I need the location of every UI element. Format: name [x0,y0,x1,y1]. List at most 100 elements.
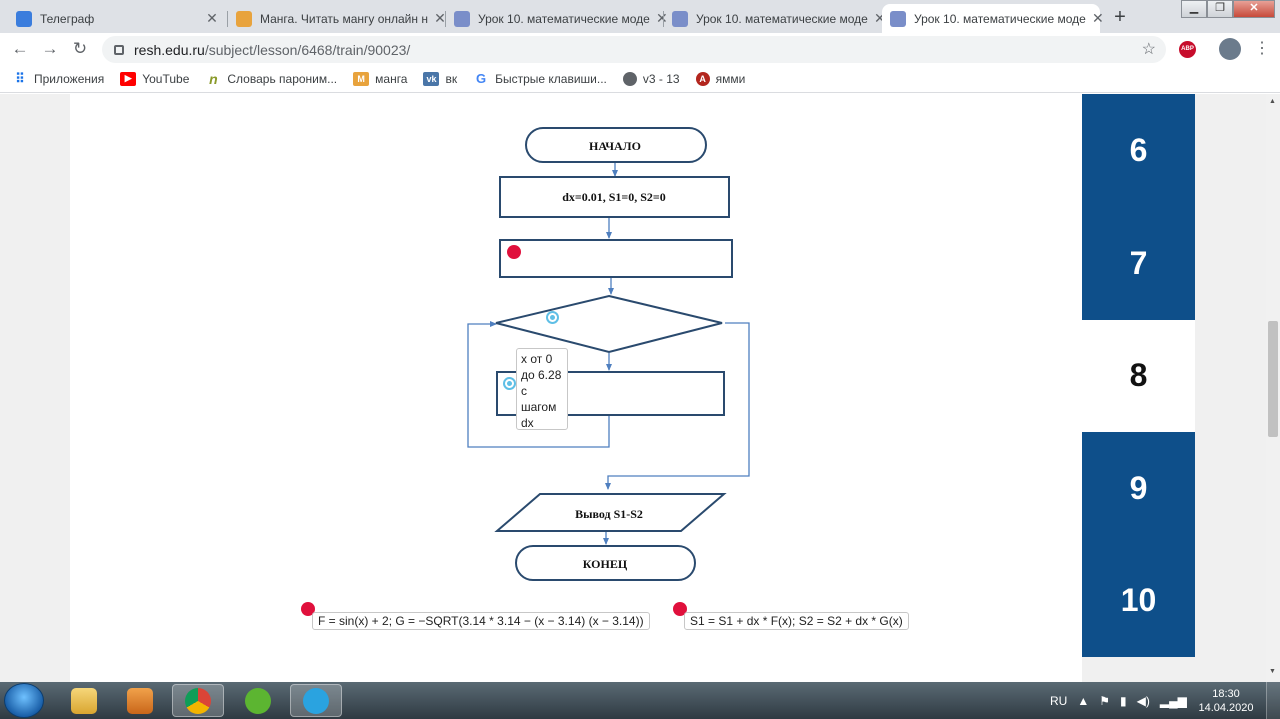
tab-lesson-2[interactable]: Урок 10. математические моде ✕ [664,4,886,33]
system-tray: RU ▲ ⚑ ▮ ◀) ▂▄▆ [1050,682,1197,719]
end-label: КОНЕЦ [583,557,628,571]
flag-icon[interactable]: ⚑ [1099,693,1110,708]
reload-button[interactable]: ↻ [72,39,88,58]
tab-manga[interactable]: Манга. Читать мангу онлайн н ✕ [228,4,446,33]
tab-separator [445,11,446,27]
url-host: resh.edu.ru [134,41,205,58]
volume-icon[interactable]: ◀) [1136,693,1150,708]
tab-title: Манга. Читать мангу онлайн н [260,11,428,26]
start-label: НАЧАЛО [589,139,641,153]
question-number-9[interactable]: 9 [1082,432,1195,545]
answer-chip-accumulate[interactable]: S1 = S1 + dx * F(x); S2 = S2 + dx * G(x) [684,612,909,630]
close-window-button[interactable]: ✕ [1233,0,1275,18]
taskbar-explorer[interactable] [58,684,110,717]
tab-title: Телеграф [40,11,95,26]
manga-favicon-icon [236,10,252,27]
bookmark-label: Приложения [34,71,105,86]
question-number-8[interactable]: 8 [1082,319,1195,432]
browser-toolbar: ← → ↻ resh.edu.ru /subject/lesson/6468/t… [0,33,1280,65]
bookmark-v3[interactable]: v3 - 13 [622,71,680,86]
end-terminal [515,545,696,581]
taskbar-telegram[interactable] [290,684,342,717]
drag-handle-function-def[interactable] [301,602,315,616]
bookmark-label: YouTube [142,71,190,86]
draggable-loop-range-card[interactable]: x от 0 до 6.28 с шагом dx [516,348,568,430]
flowchart: НАЧАЛО dx=0.01, S1=0, S2=0 Вывод S1-S2 К… [467,127,750,581]
drop-target-loop-body[interactable] [503,377,516,390]
close-tab-icon[interactable]: ✕ [873,10,886,26]
address-bar[interactable]: resh.edu.ru /subject/lesson/6468/train/9… [102,36,1166,63]
minimize-window-button[interactable]: ▁ [1181,0,1207,18]
bookmark-vk[interactable]: vk вк [423,71,457,86]
telegram-icon [303,687,329,714]
back-button[interactable]: ← [11,39,29,58]
globe-icon [622,71,637,86]
bookmark-label: манга [375,71,408,86]
question-number-7[interactable]: 7 [1082,207,1195,320]
tab-separator [663,11,664,27]
output-label: Вывод S1-S2 [575,507,643,521]
clock-time: 18:30 [1212,688,1240,700]
utorrent-icon [245,687,271,714]
close-tab-icon[interactable]: ✕ [1091,10,1104,26]
more-menu-icon[interactable]: ⋮ [1254,40,1270,57]
close-tab-icon[interactable]: ✕ [434,10,446,26]
loop-header-box[interactable] [499,239,733,278]
drag-handle-loop-range[interactable] [507,245,521,259]
language-indicator[interactable]: RU [1050,693,1068,708]
bookmark-shortcuts[interactable]: G Быстрые клавиши... [473,71,607,86]
apps-grid-icon: ⠿ [15,70,25,86]
bookmark-apps[interactable]: ⠿ Приложения [12,70,105,86]
question-number-6[interactable]: 6 [1082,94,1195,207]
bookmark-manga[interactable]: M манга [353,71,408,86]
show-desktop-button[interactable] [1266,682,1280,719]
answer-chip-functions[interactable]: F = sin(x) + 2; G = −SQRT(3.14 * 3.14 − … [312,612,650,630]
bookmark-dictionary[interactable]: n Словарь пароним... [205,71,337,87]
network-icon[interactable]: ▂▄▆ [1159,693,1187,708]
telegraph-favicon-icon [16,10,32,27]
taskbar-clock[interactable]: 18:30 14.04.2020 [1196,687,1256,715]
page-scrollbar[interactable]: ▲ ▼ [1266,94,1280,682]
start-button[interactable] [4,683,44,718]
tray-expand-icon[interactable]: ▲ [1077,693,1090,708]
scroll-down-icon[interactable]: ▼ [1269,668,1276,675]
init-label: dx=0.01, S1=0, S2=0 [562,190,666,204]
bookmark-youtube[interactable]: ▶ YouTube [120,71,190,86]
close-tab-icon[interactable]: ✕ [206,10,218,26]
new-tab-button[interactable]: + [1114,6,1126,28]
resh-favicon-icon [890,10,906,27]
folder-icon [71,687,97,714]
bookmark-star-icon[interactable]: ☆ [1141,41,1156,58]
tab-telegraph[interactable]: Телеграф ✕ [8,4,228,33]
forward-button[interactable]: → [41,39,59,58]
tab-lesson-1[interactable]: Урок 10. математические моде ✕ [446,4,668,33]
scrollbar-thumb[interactable] [1268,321,1278,437]
condition-diamond[interactable] [495,294,723,354]
clock-date: 14.04.2020 [1198,702,1254,714]
chrome-icon [185,687,211,714]
scroll-up-icon[interactable]: ▲ [1269,98,1276,105]
tab-lesson-active[interactable]: Урок 10. математические моде ✕ [882,4,1104,33]
drop-target-condition[interactable] [546,311,559,324]
maximize-window-button[interactable]: ❐ [1207,0,1233,18]
close-tab-icon[interactable]: ✕ [655,10,668,26]
taskbar-media-player[interactable] [114,684,166,717]
tab-title: Урок 10. математические моде [914,11,1086,26]
resh-favicon-icon [672,10,688,27]
taskbar-chrome[interactable] [172,684,224,717]
page-viewport: НАЧАЛО dx=0.01, S1=0, S2=0 Вывод S1-S2 К… [0,94,1280,682]
bookmark-yummy[interactable]: A ямми [695,71,745,86]
vk-icon: vk [423,71,440,86]
url-path: /subject/lesson/6468/train/90023/ [204,41,411,58]
question-number-10[interactable]: 10 [1082,544,1195,657]
start-terminal [525,127,707,163]
profile-avatar[interactable] [1219,38,1241,60]
bookmark-label: v3 - 13 [642,71,680,86]
tab-title: Урок 10. математические моде [478,11,650,26]
battery-icon[interactable]: ▮ [1120,693,1127,708]
taskbar-utorrent[interactable] [232,684,284,717]
drag-handle-accumulate[interactable] [673,602,687,616]
output-parallelogram [494,493,727,532]
tab-title: Урок 10. математические моде [696,11,868,26]
adblock-plus-icon[interactable]: ABP [1179,41,1196,58]
